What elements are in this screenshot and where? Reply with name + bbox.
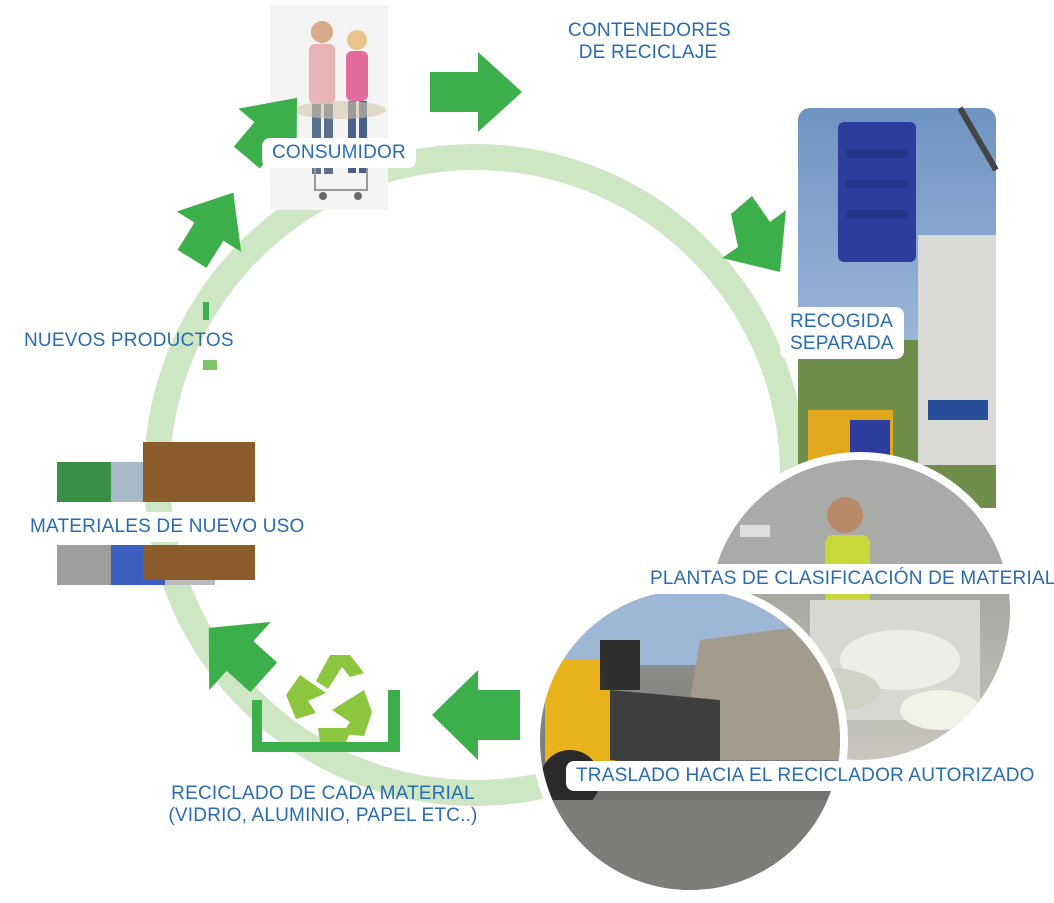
bulldozer-photo — [532, 582, 848, 898]
arrow-reciclado-materiales — [208, 621, 278, 693]
label-reciclado-line2: (VIDRIO, ALUMINIO, PAPEL ETC..) — [168, 805, 478, 826]
label-consumidor: CONSUMIDOR — [262, 138, 416, 168]
label-plantas: PLANTAS DE CLASIFICACIÓN DE MATERIALES — [640, 564, 1054, 594]
label-recogida: RECOGIDA SEPARADA — [780, 307, 904, 359]
arrow-traslado-reciclado — [432, 670, 520, 760]
label-traslado: TRASLADO HACIA EL RECICLADOR AUTORIZADO — [566, 761, 1045, 791]
label-reciclado-line1: RECICLADO DE CADA MATERIAL — [171, 783, 475, 804]
label-contenedores: CONTENEDORES DE RECICLAJE — [568, 20, 731, 64]
label-contenedores-line1: CONTENEDORES — [568, 20, 731, 41]
arrow-consumidor-contenedores — [430, 52, 522, 132]
label-contenedores-line2: DE RECICLAJE — [578, 42, 718, 63]
label-recogida-line1: RECOGIDA — [790, 311, 893, 332]
label-reciclado: RECICLADO DE CADA MATERIAL (VIDRIO, ALUM… — [168, 783, 478, 827]
label-recogida-line2: SEPARADA — [790, 333, 894, 354]
arrow-nuevos-consumidor-lower — [176, 192, 242, 268]
label-nuevos: NUEVOS PRODUCTOS — [24, 330, 234, 351]
material-samples-photo — [57, 302, 255, 585]
arrow-nuevos-consumidor-upper — [233, 97, 297, 169]
recycle-bin-icon — [252, 655, 400, 752]
cycle-arrows — [176, 52, 786, 760]
consumer-family-photo — [270, 5, 388, 210]
label-materiales: MATERIALES DE NUEVO USO — [20, 512, 315, 542]
arrow-contenedores-recogida — [722, 196, 786, 272]
